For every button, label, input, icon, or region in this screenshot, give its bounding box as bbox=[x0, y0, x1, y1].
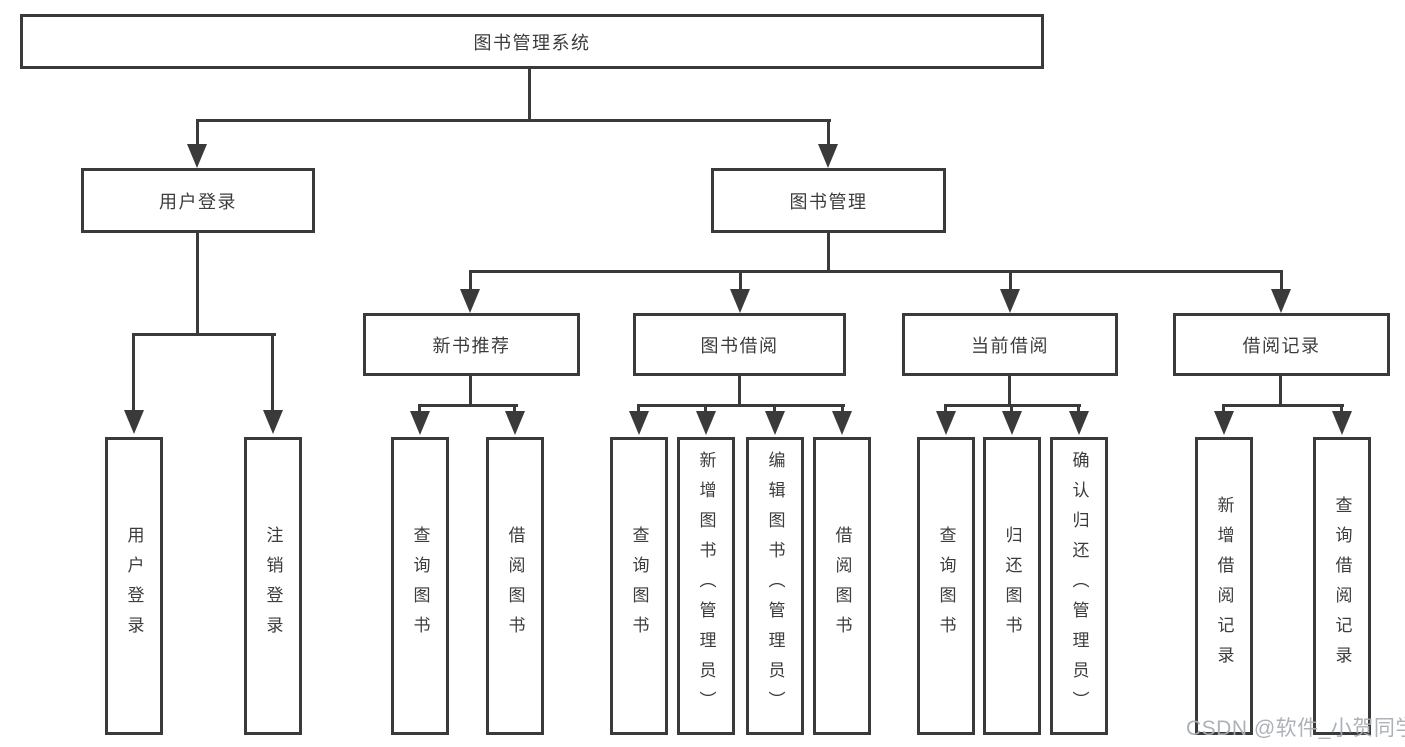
connector-line bbox=[739, 273, 742, 289]
leaf-borrow-books-label: 借阅图书 bbox=[832, 526, 852, 646]
connector-line bbox=[528, 69, 531, 122]
connector-line bbox=[827, 122, 830, 146]
leaf-query-books-recommend: 查询图书 bbox=[391, 437, 449, 735]
arrowhead-down-icon bbox=[832, 411, 852, 435]
leaf-user-login: 用户登录 bbox=[105, 437, 163, 735]
connector-line bbox=[1077, 407, 1080, 413]
connector-line bbox=[704, 407, 707, 413]
node-book-management: 图书管理 bbox=[711, 168, 946, 233]
node-library-system-label: 图书管理系统 bbox=[473, 32, 591, 53]
connector-line bbox=[196, 122, 199, 146]
arrowhead-down-icon bbox=[460, 289, 480, 313]
leaf-return-book: 归还图书 bbox=[983, 437, 1041, 735]
leaf-borrow-books-recommend-label: 借阅图书 bbox=[505, 526, 525, 646]
arrowhead-down-icon bbox=[936, 411, 956, 435]
connector-line bbox=[418, 404, 518, 407]
connector-line bbox=[1222, 404, 1344, 407]
node-book-management-label: 图书管理 bbox=[789, 191, 868, 212]
leaf-user-login-label: 用户登录 bbox=[124, 526, 144, 646]
leaf-query-books-current-label: 查询图书 bbox=[936, 526, 956, 646]
arrowhead-down-icon bbox=[1069, 411, 1089, 435]
watermark: CSDN @软件_小贺同学 bbox=[1186, 717, 1405, 740]
connector-line bbox=[637, 407, 640, 413]
arrowhead-down-icon bbox=[410, 411, 430, 435]
connector-line bbox=[1280, 273, 1283, 289]
arrowhead-down-icon bbox=[263, 410, 283, 434]
connector-line bbox=[1010, 407, 1013, 413]
leaf-add-borrow-record-label: 新增借阅记录 bbox=[1214, 496, 1234, 676]
node-user-login-label: 用户登录 bbox=[159, 191, 237, 212]
arrowhead-down-icon bbox=[765, 411, 785, 435]
arrowhead-down-icon bbox=[505, 411, 525, 435]
leaf-add-book-admin-label: 新增图书（管理员） bbox=[696, 451, 716, 721]
leaf-edit-book-admin-label: 编辑图书（管理员） bbox=[765, 451, 785, 721]
node-book-borrowing-label: 图书借阅 bbox=[700, 335, 779, 356]
connector-line bbox=[1008, 376, 1011, 407]
leaf-query-borrow-record-label: 查询借阅记录 bbox=[1332, 496, 1352, 676]
connector-line bbox=[196, 233, 199, 336]
node-borrowing-records-label: 借阅记录 bbox=[1242, 335, 1321, 356]
arrowhead-down-icon bbox=[730, 289, 750, 313]
connector-line bbox=[271, 336, 274, 410]
arrowhead-down-icon bbox=[1332, 411, 1352, 435]
node-user-login: 用户登录 bbox=[81, 168, 315, 233]
connector-line bbox=[944, 404, 1081, 407]
leaf-confirm-return-admin-label: 确认归还（管理员） bbox=[1069, 451, 1089, 721]
leaf-query-books-current: 查询图书 bbox=[917, 437, 975, 735]
connector-line bbox=[418, 407, 421, 413]
connector-line bbox=[469, 273, 472, 289]
arrowhead-down-icon bbox=[124, 410, 144, 434]
node-new-book-recommend-label: 新书推荐 bbox=[432, 335, 511, 356]
node-book-borrowing: 图书借阅 bbox=[633, 313, 846, 376]
arrowhead-down-icon bbox=[187, 144, 207, 168]
connector-line bbox=[944, 407, 947, 413]
connector-line bbox=[132, 336, 135, 410]
connector-line bbox=[1279, 376, 1282, 407]
arrowhead-down-icon bbox=[1214, 411, 1234, 435]
arrowhead-down-icon bbox=[696, 411, 716, 435]
arrowhead-down-icon bbox=[629, 411, 649, 435]
connector-line bbox=[196, 119, 831, 122]
leaf-query-borrow-record: 查询借阅记录 bbox=[1313, 437, 1371, 735]
node-new-book-recommend: 新书推荐 bbox=[363, 313, 580, 376]
leaf-add-book-admin: 新增图书（管理员） bbox=[677, 437, 735, 735]
connector-line bbox=[1222, 407, 1225, 413]
node-current-borrowing: 当前借阅 bbox=[902, 313, 1118, 376]
connector-line bbox=[827, 233, 830, 273]
leaf-borrow-books-recommend: 借阅图书 bbox=[486, 437, 544, 735]
arrowhead-down-icon bbox=[818, 144, 838, 168]
connector-line bbox=[738, 376, 741, 407]
connector-line bbox=[1009, 273, 1012, 289]
leaf-logout-label: 注销登录 bbox=[263, 526, 283, 646]
arrowhead-down-icon bbox=[1000, 289, 1020, 313]
leaf-confirm-return-admin: 确认归还（管理员） bbox=[1050, 437, 1108, 735]
connector-line bbox=[469, 270, 1283, 273]
connector-line bbox=[637, 404, 845, 407]
node-current-borrowing-label: 当前借阅 bbox=[971, 335, 1049, 356]
connector-line bbox=[841, 407, 844, 413]
connector-line bbox=[773, 407, 776, 413]
leaf-query-books-recommend-label: 查询图书 bbox=[410, 526, 430, 646]
leaf-edit-book-admin: 编辑图书（管理员） bbox=[746, 437, 804, 735]
connector-line bbox=[513, 407, 516, 413]
arrowhead-down-icon bbox=[1002, 411, 1022, 435]
leaf-query-books-borrow: 查询图书 bbox=[610, 437, 668, 735]
node-borrowing-records: 借阅记录 bbox=[1173, 313, 1390, 376]
leaf-add-borrow-record: 新增借阅记录 bbox=[1195, 437, 1253, 735]
connector-line bbox=[469, 376, 472, 407]
connector-line bbox=[132, 333, 276, 336]
node-library-system: 图书管理系统 bbox=[20, 14, 1044, 69]
leaf-logout: 注销登录 bbox=[244, 437, 302, 735]
arrowhead-down-icon bbox=[1271, 289, 1291, 313]
leaf-borrow-books: 借阅图书 bbox=[813, 437, 871, 735]
leaf-return-book-label: 归还图书 bbox=[1002, 526, 1022, 646]
connector-line bbox=[1340, 407, 1343, 413]
leaf-query-books-borrow-label: 查询图书 bbox=[629, 526, 649, 646]
